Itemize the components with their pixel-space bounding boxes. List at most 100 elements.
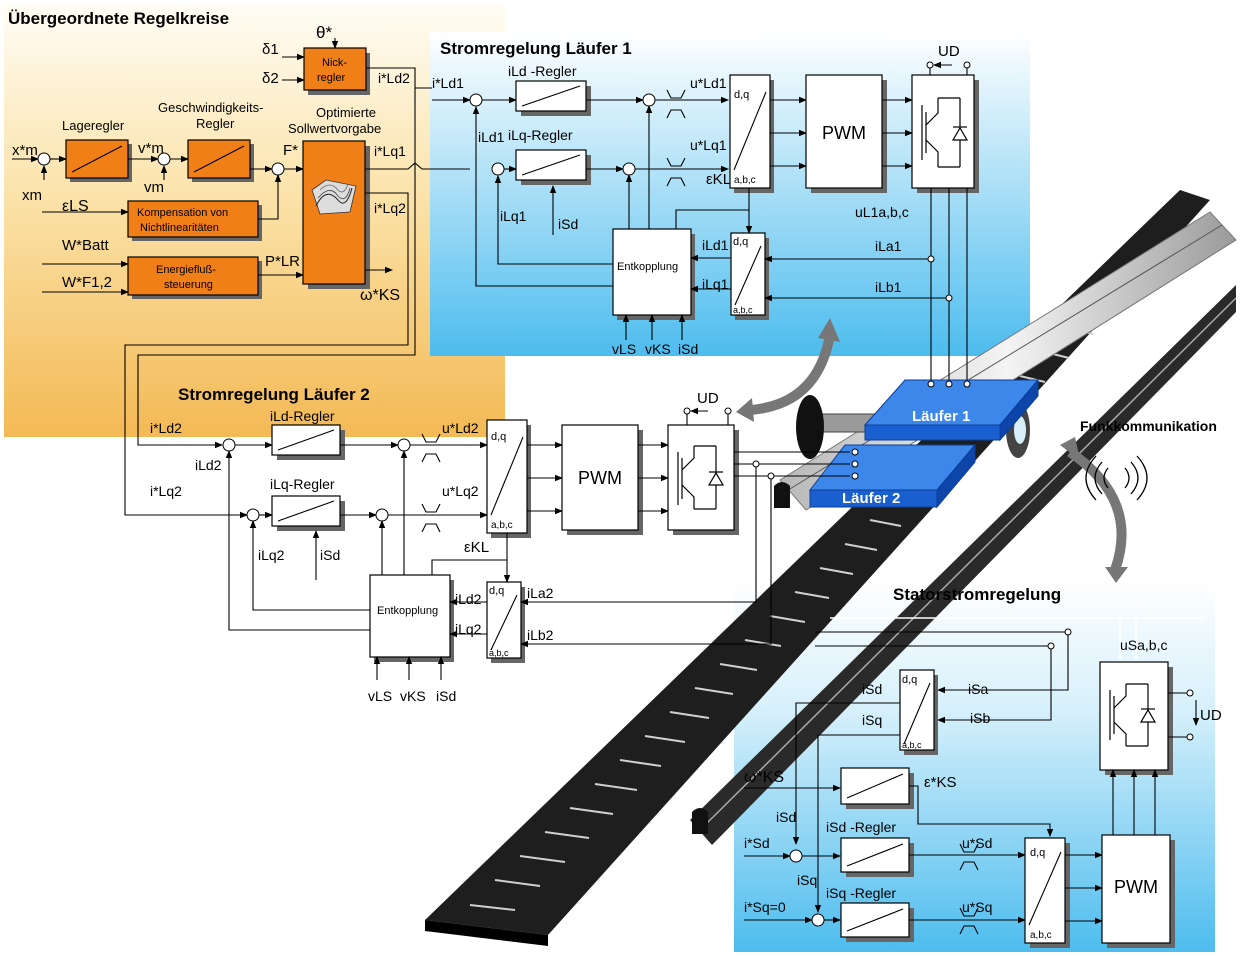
inverter-block-1 [912,75,974,188]
svg-text:ω*KS: ω*KS [360,287,400,304]
svg-text:u*Ld2: u*Ld2 [442,420,479,436]
svg-text:iLq1: iLq1 [702,276,729,292]
svg-text:ε*KS: ε*KS [924,774,957,791]
svg-text:Nichtlinearitäten: Nichtlinearitäten [140,222,219,234]
svg-text:iSa: iSa [968,681,988,697]
svg-text:u*Lq1: u*Lq1 [690,137,727,153]
svg-text:Entkopplung: Entkopplung [377,605,438,617]
svg-text:iSd: iSd [558,216,578,232]
svg-text:a,b,c: a,b,c [489,648,509,658]
svg-text:iLd -Regler: iLd -Regler [508,63,577,79]
svg-text:u*Sq: u*Sq [962,899,992,915]
svg-text:W*Batt: W*Batt [62,237,110,254]
svg-text:xm: xm [22,187,42,204]
svg-text:ω*KS: ω*KS [744,769,784,786]
svg-text:δ1: δ1 [262,41,279,58]
svg-text:iLq1: iLq1 [500,208,527,224]
svg-text:Nick-: Nick- [322,57,347,69]
svg-text:iLa1: iLa1 [875,238,902,254]
svg-text:δ2: δ2 [262,70,279,87]
svg-text:Entkopplung: Entkopplung [617,261,678,273]
svg-text:d,q: d,q [489,585,504,597]
svg-text:iSq: iSq [797,872,817,888]
outer-loop-title: Übergeordnete Regelkreise [8,9,229,28]
svg-text:a,b,c: a,b,c [733,305,753,315]
svg-text:a,b,c: a,b,c [734,175,756,186]
svg-text:i*Ld2: i*Ld2 [378,70,410,86]
svg-text:uSa,b,c: uSa,b,c [1120,637,1167,653]
radio-wave-icon [1086,456,1147,500]
svg-text:iSd: iSd [320,547,340,563]
svg-text:iLb1: iLb1 [875,279,902,295]
svg-text:a,b,c: a,b,c [1030,930,1052,941]
svg-text:PWM: PWM [578,468,622,488]
svg-text:u*Lq2: u*Lq2 [442,483,479,499]
svg-text:d,q: d,q [491,431,506,443]
svg-text:i*Lq1: i*Lq1 [374,143,406,159]
svg-text:vLS: vLS [612,341,636,357]
svg-text:iLd2: iLd2 [455,591,482,607]
svg-text:iLq-Regler: iLq-Regler [508,127,573,143]
svg-text:W*F1,2: W*F1,2 [62,274,112,291]
svg-text:iLd2: iLd2 [195,457,222,473]
svg-text:iLq2: iLq2 [455,621,482,637]
svg-text:vm: vm [144,179,164,196]
svg-text:PWM: PWM [822,123,866,143]
rotor2-title: Stromregelung Läufer 2 [178,385,370,404]
laeufer1-label: Läufer 1 [912,408,970,425]
svg-text:vKS: vKS [645,341,671,357]
svg-text:iSb: iSb [970,710,990,726]
svg-text:u*Sd: u*Sd [962,835,992,851]
svg-text:Optimierte: Optimierte [316,105,376,120]
svg-text:a,b,c: a,b,c [491,520,513,531]
svg-text:Kompensation von: Kompensation von [137,207,228,219]
svg-text:UD: UD [938,43,960,60]
svg-text:UD: UD [697,390,719,407]
svg-text:iLd1: iLd1 [478,129,505,145]
svg-text:UD: UD [1200,707,1222,724]
svg-text:P*LR: P*LR [265,253,300,270]
svg-text:iLd-Regler: iLd-Regler [270,408,335,424]
theta-label: θ* [316,23,332,42]
svg-text:Regler: Regler [196,116,235,131]
svg-text:εKL: εKL [706,171,731,188]
svg-text:iLb2: iLb2 [527,627,554,643]
svg-text:steuerung: steuerung [164,279,213,291]
svg-text:i*Ld2: i*Ld2 [150,420,182,436]
svg-text:PWM: PWM [1114,877,1158,897]
svg-text:iSd -Regler: iSd -Regler [826,819,896,835]
svg-text:i*Ld1: i*Ld1 [432,75,464,91]
rotor1-title: Stromregelung Läufer 1 [440,39,632,58]
svg-text:a,b,c: a,b,c [902,740,922,750]
svg-text:vLS: vLS [368,688,392,704]
svg-text:iSq -Regler: iSq -Regler [826,885,896,901]
svg-text:Sollwertvorgabe: Sollwertvorgabe [288,121,381,136]
stator-title: Statorstromregelung [893,585,1061,604]
svg-text:d,q: d,q [1030,847,1045,859]
laeufer2-label: Läufer 2 [842,490,900,507]
svg-text:x*m: x*m [12,142,38,159]
svg-text:iSd: iSd [776,809,796,825]
svg-text:Energiefluß-: Energiefluß- [156,264,216,276]
svg-text:i*Sd: i*Sd [744,835,770,851]
svg-text:iSd: iSd [678,341,698,357]
svg-text:d,q: d,q [902,674,917,686]
svg-text:i*Lq2: i*Lq2 [374,200,406,216]
svg-text:εKL: εKL [464,539,489,556]
svg-text:regler: regler [317,72,345,84]
svg-text:Geschwindigkeits-: Geschwindigkeits- [158,100,264,115]
svg-text:F*: F* [283,142,298,159]
svg-text:d,q: d,q [734,89,749,101]
svg-text:uL1a,b,c: uL1a,b,c [855,204,909,220]
svg-text:iSd: iSd [862,681,882,697]
surface-plot-icon [312,180,356,214]
svg-text:iSq: iSq [862,712,882,728]
svg-text:iLq2: iLq2 [258,547,285,563]
svg-text:d,q: d,q [733,236,748,248]
svg-text:iLq-Regler: iLq-Regler [270,476,335,492]
svg-text:i*Lq2: i*Lq2 [150,483,182,499]
svg-text:Lageregler: Lageregler [62,118,125,133]
svg-text:iLa2: iLa2 [527,585,554,601]
svg-text:iLd1: iLd1 [702,237,729,253]
